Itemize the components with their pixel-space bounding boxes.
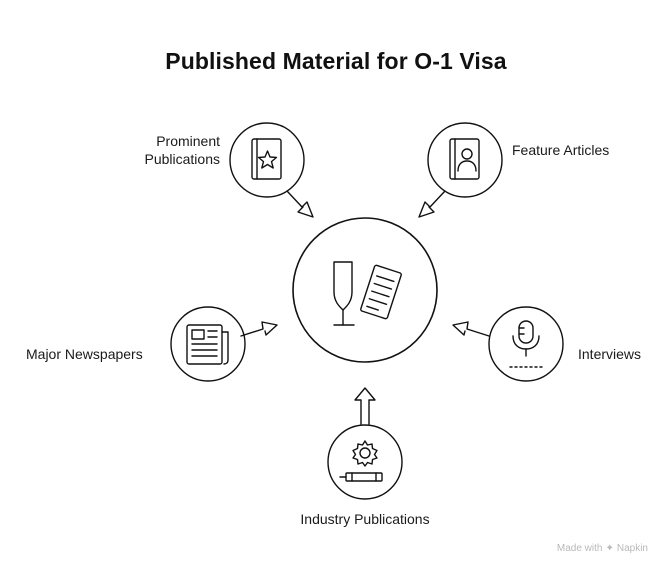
arrow-interviews — [452, 321, 490, 337]
star-book-icon — [251, 138, 282, 180]
label-industry-line-1: Industry Publications — [300, 511, 430, 527]
label-industry: Industry Publications — [265, 510, 465, 528]
label-prominent: Prominent Publications — [118, 132, 221, 168]
label-feature-line-1: Feature Articles — [512, 142, 610, 158]
label-interviews-line-1: Interviews — [578, 346, 642, 362]
node-circle-interviews — [488, 306, 564, 382]
label-newspapers: Major Newspapers — [26, 345, 166, 363]
label-prominent-line-1: Prominent — [156, 133, 220, 149]
label-feature: Feature Articles — [512, 141, 652, 159]
label-interviews: Interviews — [578, 345, 658, 363]
arrow-industry — [354, 387, 376, 425]
watermark-prefix: Made with — [556, 543, 603, 554]
label-newspapers-line-1: Major Newspapers — [26, 346, 143, 362]
publication-pen-icon — [333, 261, 402, 326]
portrait-book-icon — [449, 138, 480, 180]
node-circle-newspapers — [170, 306, 246, 382]
napkin-logo-icon: ✦ — [605, 543, 614, 554]
arrow-newspapers — [240, 321, 278, 337]
gear-pencil-icon — [339, 440, 383, 482]
arrow-prominent — [286, 190, 314, 218]
node-circle-industry — [327, 424, 403, 500]
node-circle-prominent — [229, 122, 305, 198]
newspaper-icon — [186, 324, 229, 365]
label-prominent-line-2: Publications — [144, 151, 221, 167]
node-circle-feature — [427, 122, 503, 198]
hub-circle — [292, 217, 438, 363]
diagram-title: Published Material for O-1 Visa — [165, 48, 507, 74]
arrow-feature — [418, 190, 446, 218]
watermark: Made with ✦ Napkin — [557, 543, 648, 554]
microphone-icon — [509, 320, 543, 368]
watermark-brand: Napkin — [616, 543, 648, 554]
